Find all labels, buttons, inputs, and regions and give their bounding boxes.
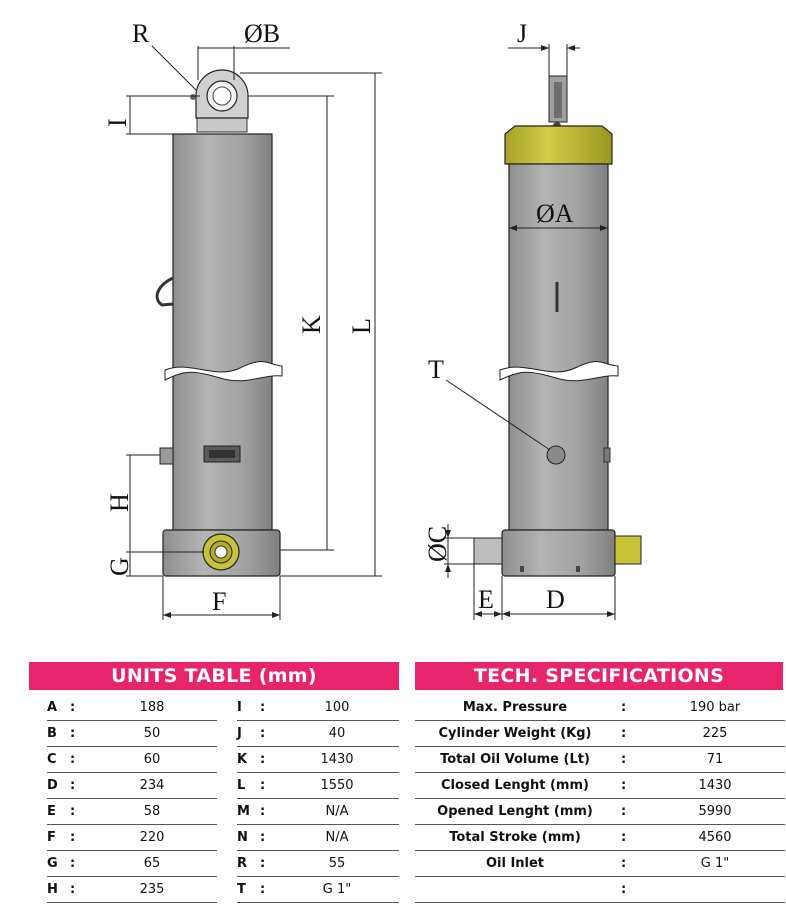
dim-value: 55 [328, 856, 346, 871]
spec-value: 225 [702, 726, 728, 741]
table-row: Closed Lenght (mm):1430 [415, 773, 785, 799]
table-row: Total Stroke (mm):4560 [415, 825, 785, 851]
dim-value: 1550 [320, 778, 354, 793]
tech-specs-table: Max. Pressure:190 bar Cylinder Weight (K… [415, 695, 785, 903]
spec-value: 5990 [698, 804, 732, 819]
units-table-right: I:100 J:40 K:1430 L:1550 M:N/A N:N/A R:5… [237, 695, 399, 903]
table-row: B:50 [47, 721, 217, 747]
dim-key: G [47, 856, 58, 871]
spec-key: Total Stroke (mm) [449, 830, 581, 845]
spec-key: Oil Inlet [485, 856, 545, 871]
dim-key: N [237, 830, 248, 845]
dim-key: E [47, 804, 56, 819]
spec-key: Max. Pressure [462, 700, 568, 715]
dim-value: 60 [143, 752, 161, 767]
dim-key: I [237, 700, 242, 715]
cylinder-technical-drawing: R ØB I K L H G F [103, 19, 642, 620]
table-row: : [415, 877, 785, 903]
table-row: M:N/A [237, 799, 399, 825]
spec-key: Opened Lenght (mm) [437, 804, 593, 819]
front-view: J ØA T ØC E D [423, 19, 642, 620]
dim-key: F [47, 830, 56, 845]
spec-value: 71 [706, 752, 724, 767]
table-row: G:65 [47, 851, 217, 877]
dim-value: 234 [139, 778, 165, 793]
table-row: D:234 [47, 773, 217, 799]
dim-value: 188 [139, 700, 165, 715]
dim-value: 235 [139, 882, 165, 897]
dim-key: H [47, 882, 58, 897]
spec-value: 1430 [698, 778, 732, 793]
label-j: J [517, 19, 527, 48]
dim-value: 50 [143, 726, 161, 741]
label-d: D [546, 585, 565, 614]
label-k: K [297, 315, 326, 334]
dim-value: N/A [325, 830, 349, 845]
dim-value: 65 [143, 856, 161, 871]
table-row: E:58 [47, 799, 217, 825]
table-row: T:G 1" [237, 877, 399, 903]
table-row: Opened Lenght (mm):5990 [415, 799, 785, 825]
spec-value: 4560 [698, 830, 732, 845]
spec-value: 190 bar [689, 700, 741, 715]
dim-key: B [47, 726, 57, 741]
table-row: Max. Pressure:190 bar [415, 695, 785, 721]
spec-key: Closed Lenght (mm) [441, 778, 589, 793]
spec-key: Total Oil Volume (Lt) [440, 752, 590, 767]
label-i: I [103, 118, 132, 127]
dim-value: 58 [143, 804, 161, 819]
label-h: H [105, 493, 134, 512]
dim-key: J [237, 726, 242, 741]
label-b: ØB [244, 19, 280, 48]
label-l: L [347, 318, 376, 334]
dim-key: A [47, 700, 58, 715]
dim-key: R [237, 856, 248, 871]
table-row: N:N/A [237, 825, 399, 851]
table-row: L:1550 [237, 773, 399, 799]
dim-key: L [237, 778, 246, 793]
dim-value: 40 [328, 726, 346, 741]
label-g: G [105, 557, 134, 576]
table-row: C:60 [47, 747, 217, 773]
label-r: R [132, 19, 150, 48]
table-row: R:55 [237, 851, 399, 877]
dim-value: 100 [324, 700, 350, 715]
label-a: ØA [536, 199, 574, 228]
dim-key: M [237, 804, 250, 819]
dim-value: G 1" [322, 882, 352, 897]
dim-key: C [47, 752, 57, 767]
label-f: F [212, 587, 226, 616]
units-table-left: A:188 B:50 C:60 D:234 E:58 F:220 G:65 H:… [47, 695, 217, 903]
dim-key: K [237, 752, 248, 767]
label-t: T [428, 355, 444, 384]
dim-value: N/A [325, 804, 349, 819]
label-c: ØC [423, 526, 452, 562]
tech-specs-header: TECH. SPECIFICATIONS [415, 662, 783, 690]
table-row: F:220 [47, 825, 217, 851]
spec-value: G 1" [700, 856, 730, 871]
table-row: Cylinder Weight (Kg):225 [415, 721, 785, 747]
table-row: I:100 [237, 695, 399, 721]
table-row: A:188 [47, 695, 217, 721]
spec-key: Cylinder Weight (Kg) [438, 726, 592, 741]
dim-value: 220 [139, 830, 165, 845]
dim-key: D [47, 778, 58, 793]
side-view: R ØB I K L H G F [103, 19, 382, 620]
label-e: E [478, 585, 494, 614]
table-row: K:1430 [237, 747, 399, 773]
dim-value: 1430 [320, 752, 354, 767]
table-row: J:40 [237, 721, 399, 747]
table-row: H:235 [47, 877, 217, 903]
table-row: Oil Inlet:G 1" [415, 851, 785, 877]
table-row: Total Oil Volume (Lt):71 [415, 747, 785, 773]
units-table-header: UNITS TABLE (mm) [29, 662, 399, 690]
dim-key: T [237, 882, 246, 897]
